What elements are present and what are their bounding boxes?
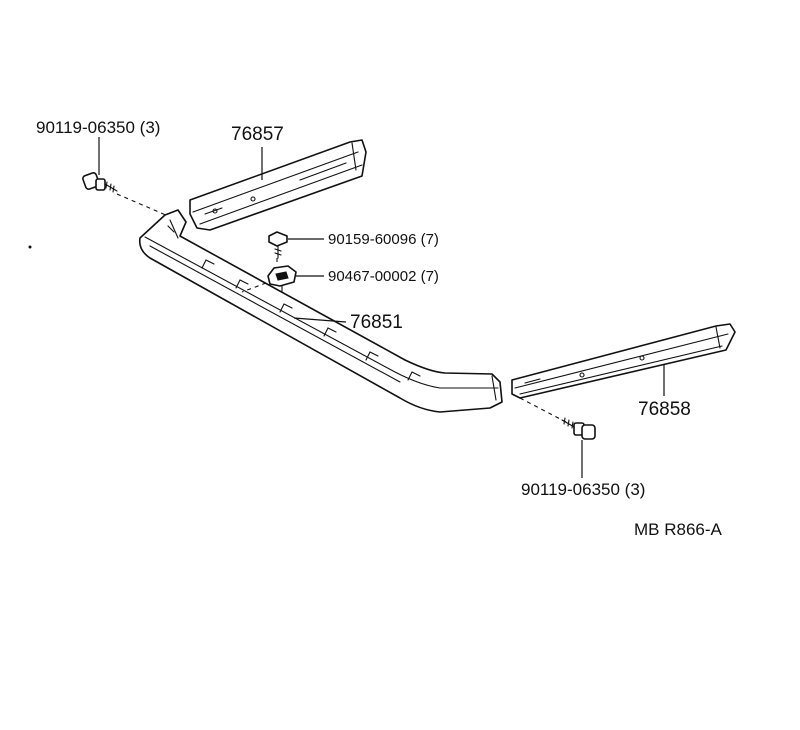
screw-lower-icon [561, 417, 596, 440]
label-screw-upper: 90119-06350 (3) [36, 118, 160, 137]
assembly-line-upper [116, 193, 169, 217]
clip-icon [267, 265, 297, 293]
retainer-76857 [189, 139, 367, 231]
stray-dot [28, 245, 32, 249]
label-part-76851: 76851 [350, 312, 403, 333]
molding-76851 [138, 209, 503, 413]
label-clip: 90467-00002 (7) [328, 268, 439, 285]
retainer-76858 [511, 323, 736, 399]
label-screw-lower: 90119-06350 (3) [521, 480, 645, 499]
label-part-76857: 76857 [231, 124, 284, 145]
reference-code: MB R866-A [634, 520, 723, 539]
label-part-76858: 76858 [638, 399, 691, 420]
bolt-icon [268, 231, 288, 259]
screw-upper-icon [82, 172, 118, 193]
assembly-line-lower [519, 397, 567, 423]
leader-76851 [293, 317, 347, 323]
label-bolt: 90159-60096 (7) [328, 231, 439, 248]
